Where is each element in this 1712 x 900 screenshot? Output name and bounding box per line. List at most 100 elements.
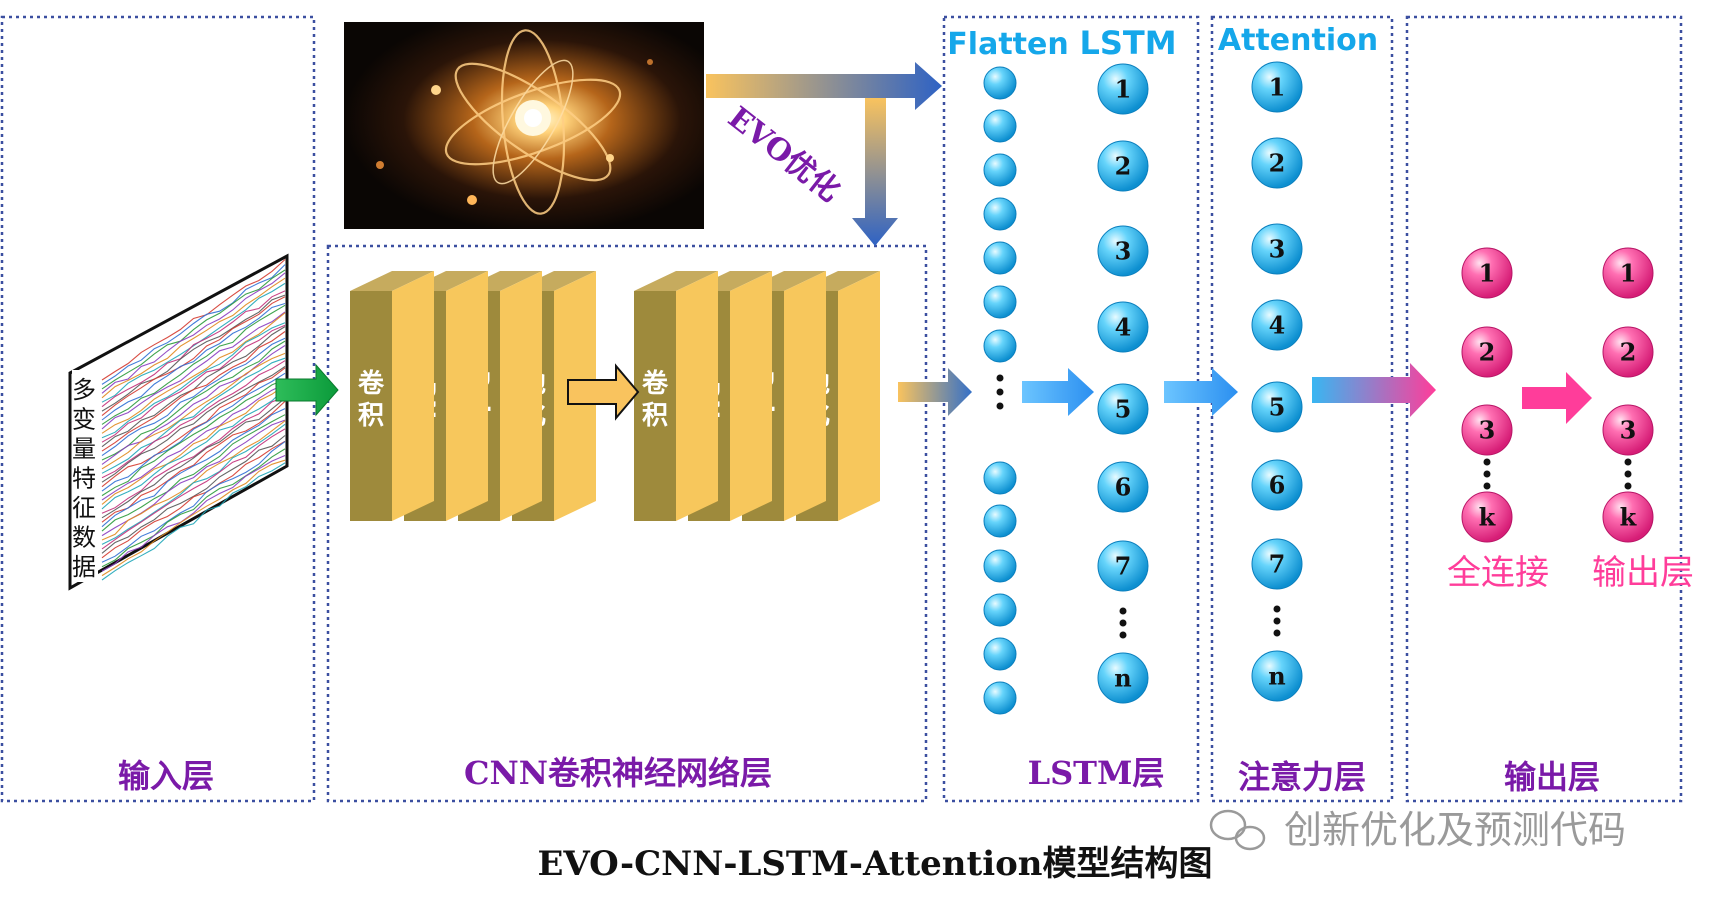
input-layer-label: 输入层 <box>118 757 214 795</box>
input-data-line <box>101 322 286 439</box>
lstm-to-attention-arrow <box>1164 368 1238 416</box>
dense-node-label: 2 <box>1479 338 1496 367</box>
input-data-line <box>101 282 286 403</box>
output-node-label: 2 <box>1620 338 1637 367</box>
input-data-line <box>101 440 286 559</box>
cnn-layer-label: CNN卷积神经网络层 <box>464 754 772 792</box>
output-node-label: 输出层 <box>1592 553 1694 593</box>
input-data-line <box>101 360 286 479</box>
lstm-layer-label: LSTM层 <box>1028 754 1165 792</box>
flatten-to-lstm-arrow <box>1022 368 1094 416</box>
lstm-node: 7 <box>1097 540 1149 592</box>
output-node: k <box>1602 491 1654 543</box>
lstm-node-label: 1 <box>1115 75 1132 104</box>
flatten-node <box>983 109 1017 143</box>
lstm-node-label: 4 <box>1115 313 1132 342</box>
cnn-layer-cnn_block_1-0: 卷积 <box>350 271 434 521</box>
dense-node-ellipsis-dot <box>1483 470 1491 478</box>
flatten-node <box>983 197 1017 231</box>
input-data-line <box>101 423 286 545</box>
input-data-line <box>101 259 286 381</box>
watermark-text: 创新优化及预测代码 <box>1284 808 1626 852</box>
flatten-ellipsis-dot <box>996 388 1004 396</box>
evo-optimization-arrows <box>706 62 942 246</box>
attention-node-ellipsis-dot <box>1273 629 1281 637</box>
input-data-line <box>101 324 286 443</box>
lstm-node: 5 <box>1097 383 1149 435</box>
attention-node-label: n <box>1268 662 1285 691</box>
input-data-char: 数 <box>72 524 96 552</box>
attention-node-ellipsis-dot <box>1273 617 1281 625</box>
input-data-line <box>101 290 286 408</box>
attention-node-circle <box>1251 223 1303 275</box>
lstm-node-label: 3 <box>1115 237 1132 266</box>
dense-layer-label: 全连接 <box>1447 553 1549 593</box>
output-node-ellipsis-dot <box>1624 458 1632 466</box>
cnn-layer-side <box>838 271 880 521</box>
attention-node: 2 <box>1251 137 1303 189</box>
cnn-layer-side <box>392 271 434 521</box>
input-data-line <box>101 264 286 385</box>
input-data-line <box>101 277 286 399</box>
flatten-node <box>983 285 1017 319</box>
cnn-layer-side <box>500 271 542 521</box>
attention-node-circle <box>1251 381 1303 433</box>
dense-node-circle <box>1461 491 1513 543</box>
output-node: 3 <box>1602 404 1654 456</box>
cnn-layer-front <box>350 291 392 521</box>
cnn-block-connector-arrow <box>567 363 640 421</box>
input-to-cnn-arrow <box>275 363 339 417</box>
flatten-node <box>983 153 1017 187</box>
attention-node-label: 6 <box>1269 471 1286 500</box>
flatten-node <box>983 504 1017 538</box>
attention-node: 5 <box>1251 381 1303 433</box>
lstm-node-label: 6 <box>1115 473 1132 502</box>
attention-node-circle <box>1251 459 1303 511</box>
cnn-layer-label-bottom: 积 <box>642 401 668 431</box>
cnn-layer-front <box>634 291 676 521</box>
attention-to-dense-arrow <box>1312 363 1436 417</box>
output-node-label: k <box>1620 503 1638 532</box>
dense-node-ellipsis-dot <box>1483 482 1491 490</box>
flatten-title: Flatten <box>947 27 1068 62</box>
input-data-line <box>101 396 286 514</box>
lstm-node-circle <box>1097 301 1149 353</box>
input-data-line <box>101 384 286 505</box>
attention-node: n <box>1251 650 1303 702</box>
input-data-line <box>101 388 286 510</box>
dense-node: k <box>1461 491 1513 543</box>
attention-node-circle <box>1251 538 1303 590</box>
output-node-circle <box>1602 247 1654 299</box>
cnn-layer-top <box>350 271 434 291</box>
input-data-line <box>101 366 286 483</box>
input-data-char: 量 <box>72 435 96 463</box>
input-data-line <box>101 383 286 501</box>
input-data-line <box>101 448 286 568</box>
output-node-label: 3 <box>1620 416 1637 445</box>
flatten-node <box>983 637 1017 671</box>
input-data-line <box>101 304 286 425</box>
lstm-node-label: 7 <box>1115 552 1132 581</box>
attention-node-circle <box>1251 299 1303 351</box>
input-data-line <box>101 459 286 577</box>
flatten-node <box>983 549 1017 583</box>
dense-node-label: 1 <box>1479 259 1496 288</box>
lstm-node-circle <box>1097 540 1149 592</box>
attention-node-label: 1 <box>1269 73 1286 102</box>
attention-node: 3 <box>1251 223 1303 275</box>
dense-node-circle <box>1461 326 1513 378</box>
lstm-node: 1 <box>1097 63 1149 115</box>
attention-node: 4 <box>1251 299 1303 351</box>
output-node: 1 <box>1602 247 1654 299</box>
cnn-layer-label-bottom: 积 <box>358 401 384 431</box>
lstm-layer-border <box>942 15 1200 803</box>
lstm-node-ellipsis-dot <box>1119 619 1127 627</box>
lstm-node-circle <box>1097 383 1149 435</box>
output-layer-border <box>1405 15 1683 803</box>
flatten-node <box>983 241 1017 275</box>
dense-node: 1 <box>1461 247 1513 299</box>
evo-atom-image <box>344 22 704 229</box>
